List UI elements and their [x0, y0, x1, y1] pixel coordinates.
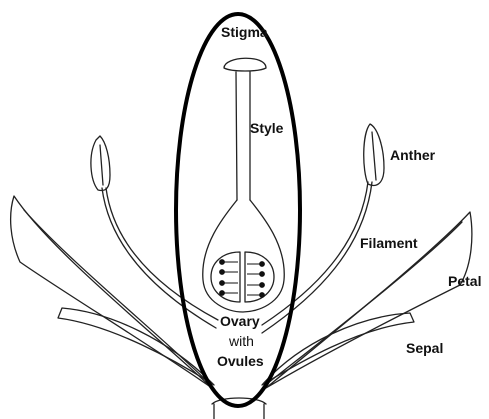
label-sepal: Sepal	[406, 340, 443, 356]
receptacle	[212, 398, 266, 419]
anther-right-line	[372, 132, 376, 180]
label-ovules: Ovules	[217, 353, 264, 369]
anther-left	[91, 136, 110, 190]
filament-right-2	[262, 182, 372, 333]
label-filament: Filament	[360, 235, 418, 251]
label-petal: Petal	[448, 273, 481, 289]
stigma-shape	[224, 58, 266, 71]
anther-left-line	[100, 145, 103, 185]
ovary-outer	[203, 200, 284, 312]
label-anther: Anther	[390, 147, 435, 163]
sepal-right	[262, 313, 414, 385]
ovary-chamber-left	[211, 252, 240, 302]
filament-right	[262, 182, 368, 325]
label-ovary: Ovary	[220, 313, 260, 329]
filament-left	[102, 188, 216, 328]
filament-left-2	[106, 188, 218, 320]
label-with: with	[229, 333, 254, 349]
label-stigma: Stigma	[221, 24, 268, 40]
style-left	[236, 72, 237, 200]
ovules	[220, 260, 265, 298]
label-style: Style	[250, 120, 283, 136]
